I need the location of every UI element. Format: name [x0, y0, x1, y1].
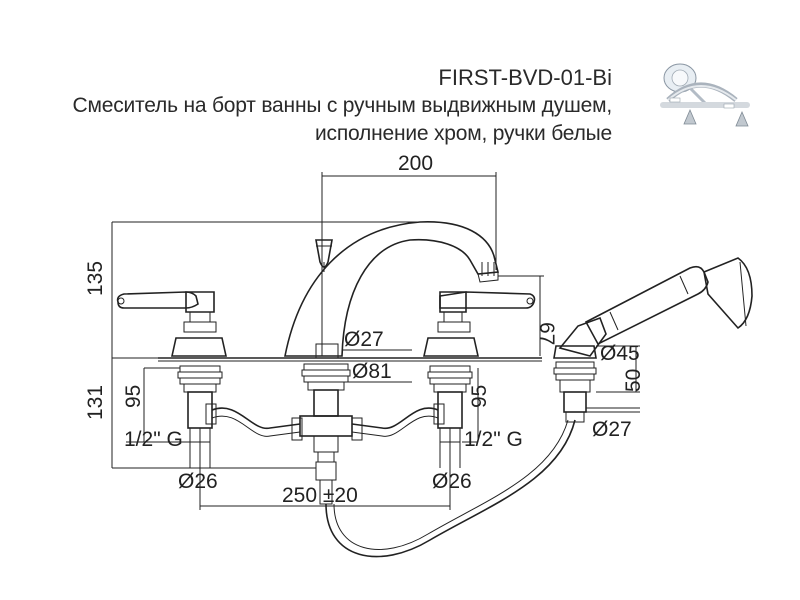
- spout-flange-diameter-label: Ø81: [352, 360, 392, 383]
- spout-outlet-height-label: 67: [535, 322, 558, 345]
- shower-depth-label: 50: [622, 369, 645, 392]
- shower-flange-diameter-label: Ø45: [600, 342, 640, 365]
- product-model: FIRST-BVD-01-Bi: [438, 65, 612, 90]
- diverter-knob: [315, 239, 333, 272]
- centre-distance-label: 250 ±20: [282, 484, 358, 507]
- connecting-pipes: [205, 403, 445, 441]
- product-description-line-2: исполнение хром, ручки белые: [315, 122, 612, 145]
- thread-right-label: 1/2" G: [464, 428, 523, 451]
- height-below-label: 131: [84, 385, 107, 420]
- thread-left-label: 1/2" G: [124, 428, 183, 451]
- valve-diameter-right-label: Ø26: [432, 470, 472, 493]
- valve-diameter-left-label: Ø26: [178, 470, 218, 493]
- height-above-label: 135: [84, 261, 107, 296]
- spout-width-label: 200: [398, 152, 433, 175]
- depth-left-label: 95: [122, 385, 145, 408]
- dimension-lines: [111, 172, 640, 510]
- title-block: FIRST-BVD-01-Bi Смеситель на борт ванны …: [72, 64, 613, 148]
- shower-hose: [325, 419, 576, 558]
- central-spout-body: [299, 343, 353, 505]
- product-description-line-1: Смеситель на борт ванны с ручным выдвижн…: [72, 94, 613, 117]
- faucet-product-photo-icon: [660, 63, 750, 127]
- spout-base-diameter-label: Ø27: [344, 328, 384, 351]
- shower-holder-body: [553, 345, 597, 423]
- hand-shower: [558, 257, 753, 357]
- deck-surface: [158, 357, 542, 362]
- left-valve-handle: [116, 291, 227, 357]
- right-valve-handle: [423, 291, 536, 357]
- shower-base-diameter-label: Ø27: [592, 418, 632, 441]
- dimension-labels: 200 135 131 95 95 67 Ø27 Ø81 Ø45 50 Ø27 …: [84, 152, 645, 507]
- depth-right-label: 95: [468, 385, 491, 408]
